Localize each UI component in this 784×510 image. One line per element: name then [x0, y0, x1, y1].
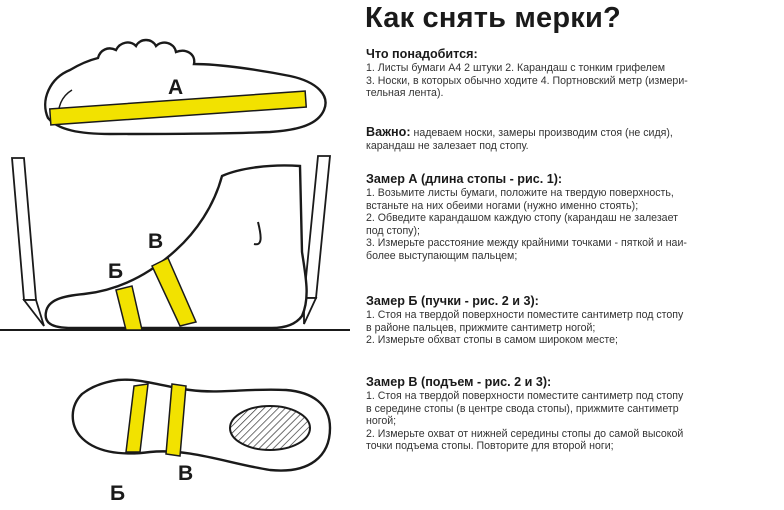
needed-line: 3. Носки, в которых обычно ходите 4. Пор… — [366, 74, 688, 87]
measure-v-heading: Замер В (подъем - рис. 2 и 3): — [366, 375, 552, 389]
needed-line: 1. Листы бумаги А4 2 штуки 2. Карандаш с… — [366, 62, 666, 74]
important-text: надеваем носки, замеры производим стоя (… — [410, 127, 673, 139]
tape-a — [48, 90, 308, 126]
left-pencil-icon — [11, 157, 45, 327]
label-v-side: В — [148, 230, 163, 253]
figure-3-sole — [71, 378, 332, 472]
measure-v-line: в середине стопы (в центре свода стопы),… — [366, 402, 679, 415]
tape-v-side — [151, 256, 198, 327]
measure-v-line: 2. Измерьте охват от нижней середины сто… — [366, 427, 684, 440]
measure-a-heading: Замер А (длина стопы - рис. 1): — [366, 172, 563, 186]
measure-b-heading: Замер Б (пучки - рис. 2 и 3): — [366, 294, 539, 308]
tape-b-side — [115, 285, 143, 331]
foot-measurement-illustration: А Б В Б В — [0, 38, 350, 505]
label-v-sole: В — [178, 462, 193, 485]
page-title: Как снять мерки? — [365, 2, 621, 34]
needed-line: тельная лента). — [366, 87, 444, 100]
important-section: Важно: надеваем носки, замеры производим… — [366, 126, 778, 152]
measure-a-section: Замер А (длина стопы - рис. 1): 1. Возьм… — [366, 172, 778, 263]
measure-v-line: 1. Стоя на твердой поверхности поместите… — [366, 390, 684, 402]
measure-a-line: более выступающим пальцем; — [366, 249, 518, 262]
measure-a-line: 2. Обведите карандашом каждую стопу (кар… — [366, 212, 678, 225]
important-label: Важно: — [366, 125, 411, 139]
needed-section: Что понадобится: 1. Листы бумаги А4 2 шт… — [366, 47, 778, 100]
measure-a-line: под стопу); — [366, 224, 420, 237]
tape-v-sole — [165, 383, 187, 457]
measure-b-line: 1. Стоя на твердой поверхности поместите… — [366, 309, 684, 321]
right-pencil-icon — [303, 155, 331, 325]
label-b-sole: Б — [110, 482, 125, 505]
needed-heading: Что понадобится: — [366, 47, 478, 61]
label-b-side: Б — [108, 260, 123, 283]
measure-v-line: точки подъема стопы. Повторите для второ… — [366, 440, 614, 453]
measure-a-line: 3. Измерьте расстояние между крайними то… — [366, 237, 687, 250]
tape-b-sole — [125, 383, 149, 453]
label-a: А — [168, 76, 183, 99]
figure-2-side-view — [0, 155, 350, 331]
measure-b-line: в районе пальцев, прижмите сантиметр ног… — [366, 321, 596, 334]
measure-v-line: ногой; — [366, 415, 397, 428]
measure-b-section: Замер Б (пучки - рис. 2 и 3): 1. Стоя на… — [366, 294, 778, 347]
measure-a-line: 1. Возьмите листы бумаги, положите на тв… — [366, 187, 674, 199]
important-line: карандаш не залезает под стопу. — [366, 139, 529, 152]
measure-b-line: 2. Измерьте обхват стопы в самом широком… — [366, 334, 618, 347]
measure-a-line: встаньте на них обеими ногами (нужно име… — [366, 199, 639, 212]
measure-v-section: Замер В (подъем - рис. 2 и 3): 1. Стоя н… — [366, 375, 778, 453]
